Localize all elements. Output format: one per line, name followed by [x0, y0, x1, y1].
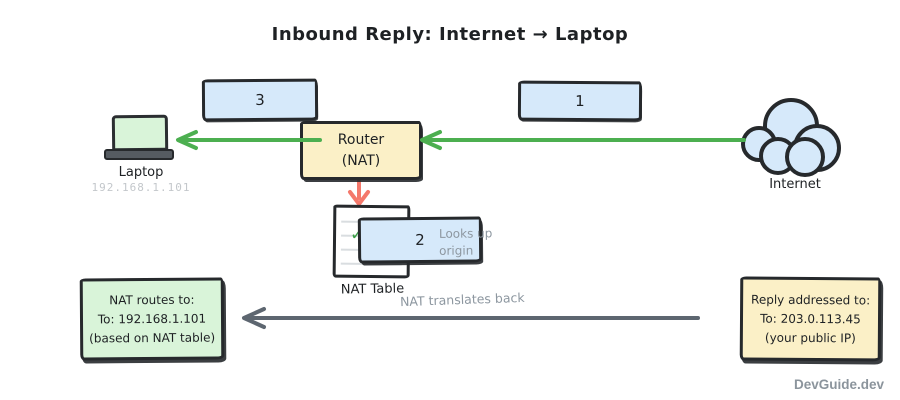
- step-2-box: 2 Looks up origin: [357, 216, 492, 264]
- internet-cloud-icon: [741, 98, 841, 177]
- looks-up-line1: Looks up: [438, 226, 493, 241]
- nat-routes-line2: To: 192.168.1.101: [97, 311, 207, 326]
- arrow-router-to-laptop: [176, 130, 322, 150]
- diagram-title: Inbound Reply: Internet → Laptop: [271, 24, 629, 45]
- step-2-number: 2: [415, 230, 425, 250]
- router-label-line2: (NAT): [341, 152, 381, 169]
- arrow-internet-to-router: [420, 130, 746, 150]
- arrow-router-to-nat-table: [348, 178, 370, 206]
- reply-addressed-box: Reply addressed to: To: 203.0.113.45 (yo…: [739, 276, 882, 362]
- step-1-box: 1: [517, 80, 643, 122]
- internet-label: Internet: [769, 177, 821, 192]
- laptop-base-icon: [104, 149, 174, 160]
- nat-routes-line3: (based on NAT table): [89, 330, 216, 345]
- arrow-nat-translates-back: [242, 307, 700, 329]
- laptop-icon: [111, 114, 169, 152]
- step-3-box: 3: [201, 78, 319, 122]
- laptop-ip: 192.168.1.101: [91, 181, 191, 194]
- reply-line2: To: 203.0.113.45: [760, 311, 861, 326]
- looks-up-origin-note: Looks up origin: [439, 225, 493, 259]
- router-label-line1: Router: [337, 131, 385, 148]
- laptop-label: Laptop: [118, 165, 164, 180]
- nat-routes-line1: NAT routes to:: [109, 292, 195, 307]
- looks-up-line2: origin: [439, 243, 474, 258]
- reply-line1: Reply addressed to:: [751, 292, 871, 307]
- reply-line3: (your public IP): [764, 330, 856, 345]
- nat-routes-box: NAT routes to: To: 192.168.1.101 (based …: [79, 277, 225, 361]
- watermark: DevGuide.dev: [793, 377, 884, 392]
- step-1-number: 1: [575, 91, 585, 111]
- router-node: Router (NAT): [300, 121, 422, 180]
- step-3-number: 3: [255, 90, 265, 110]
